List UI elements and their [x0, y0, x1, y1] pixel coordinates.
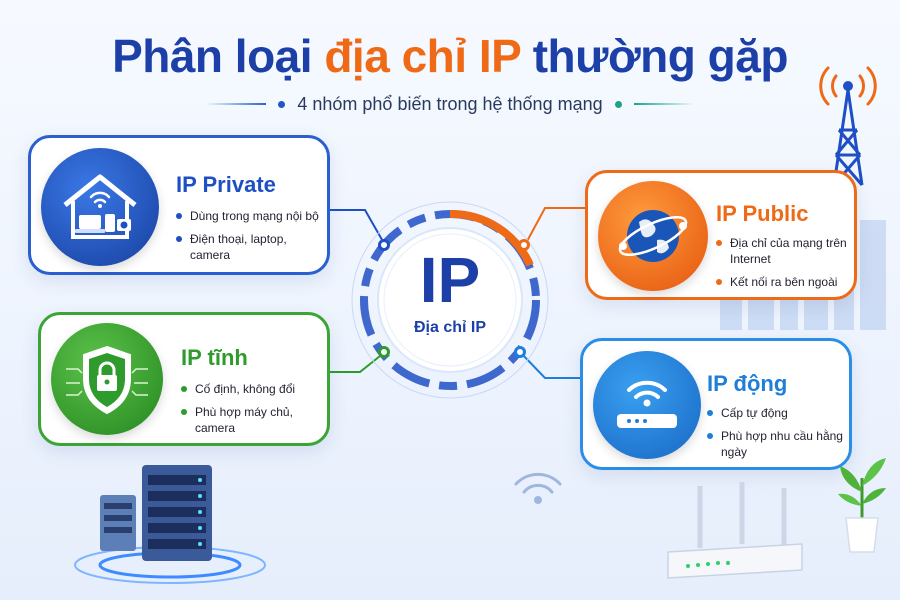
bullet-static-1: Cố định, không đổi [181, 381, 321, 397]
bullets-public: Địa chỉ của mạng trên Internet Kết nối r… [716, 235, 848, 297]
center-hub: IP Địa chỉ IP [330, 195, 570, 405]
page-title: Phân loại địa chỉ IP thường gặp [0, 28, 900, 84]
subtitle-row: 4 nhóm phổ biến trong hệ thống mạng [0, 92, 900, 116]
bullet-public-2: Kết nối ra bên ngoài [716, 274, 848, 290]
globe-network-icon [598, 181, 708, 291]
subtitle-dot-right [614, 100, 622, 108]
card-title-private: IP Private [176, 172, 276, 197]
card-ip-public: IP Public Địa chỉ của mạng trên Internet… [585, 170, 857, 300]
bullets-static: Cố định, không đổi Phù hợp máy chủ, came… [181, 381, 321, 443]
connector-dot-public [518, 239, 530, 251]
subtitle: 4 nhóm phổ biến trong hệ thống mạng [297, 93, 603, 114]
subtitle-line-right [633, 103, 694, 105]
subtitle-line-left [206, 103, 267, 105]
bullet-private-2: Điện thoại, laptop, camera [176, 231, 326, 263]
bullets-dynamic: Cấp tự động Phù hợp nhu cầu hằng ngày [707, 405, 843, 467]
router-device-icon [667, 482, 803, 579]
server-stack-icon [74, 465, 266, 584]
bullet-private-1: Dùng trong mạng nội bộ [176, 208, 326, 224]
home-devices-icon [41, 148, 159, 266]
card-ip-dynamic: IP động Cấp tự động Phù hợp nhu cầu hằng… [580, 338, 852, 470]
plant-pot-icon [838, 458, 886, 553]
bullet-dynamic-1: Cấp tự động [707, 405, 843, 421]
card-ip-static: IP tĩnh Cố định, không đổi Phù hợp máy c… [38, 312, 330, 446]
title-part1: Phân loại [112, 30, 313, 82]
wifi-signal-icon [514, 472, 562, 504]
card-title-static: IP tĩnh [181, 345, 248, 370]
card-ip-private: IP Private Dùng trong mạng nội bộ Điện t… [28, 135, 330, 275]
subtitle-dot-left [278, 100, 286, 108]
card-title-public: IP Public [716, 201, 809, 226]
bullet-public-1: Địa chỉ của mạng trên Internet [716, 235, 848, 267]
card-title-dynamic: IP động [707, 371, 788, 396]
bullet-dynamic-2: Phù hợp nhu cầu hằng ngày [707, 428, 843, 460]
connector-dot-private [378, 239, 390, 251]
bullets-private: Dùng trong mạng nội bộ Điện thoại, lapto… [176, 208, 326, 270]
title-accent: địa chỉ IP [324, 30, 521, 82]
hub-rings [351, 201, 549, 399]
bullet-static-2: Phù hợp máy chủ, camera [181, 404, 321, 436]
hub-subtitle: Địa chỉ IP [413, 319, 487, 336]
shield-lock-icon [51, 323, 163, 435]
title-part2: thường gặp [532, 30, 789, 82]
connector-dot-static [378, 346, 390, 358]
connector-dot-dynamic [514, 346, 526, 358]
hub-title: IP [419, 244, 481, 316]
wifi-router-icon [593, 351, 701, 459]
